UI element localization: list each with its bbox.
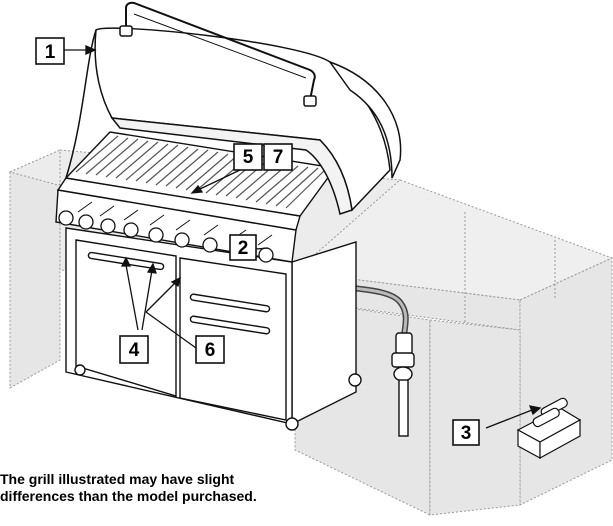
caption-line-1: The grill illustrated may have slight [0, 471, 235, 487]
arrowhead-1 [85, 44, 97, 56]
callout-2: 2 [229, 234, 257, 261]
callout-7: 7 [263, 143, 293, 171]
gas-pipe [398, 379, 409, 437]
regulator-valve [391, 352, 415, 368]
regulator-knob [393, 366, 413, 382]
knob [258, 247, 274, 263]
callout-1: 1 [35, 37, 65, 65]
caster-right [285, 417, 299, 431]
lid-left-edge [65, 29, 97, 179]
knob [100, 218, 116, 234]
knob [148, 227, 164, 243]
leader-3 [485, 409, 533, 429]
battery-box [516, 397, 582, 460]
handle-mount-left [119, 25, 133, 37]
leader-5 [197, 169, 241, 191]
lid-handle [125, 1, 316, 101]
knob [202, 237, 218, 253]
enclosure-left-block [9, 149, 61, 389]
callout-6: 6 [195, 335, 225, 364]
lid-shell [94, 27, 391, 212]
leader-6b [145, 281, 177, 313]
leader-6 [145, 311, 197, 349]
knob [174, 232, 190, 248]
regulator-body [395, 332, 413, 356]
callout-label-5: 5 [243, 147, 254, 168]
handle-mount-right [303, 95, 317, 107]
leader-lines [64, 44, 542, 429]
leader-4b [141, 269, 153, 331]
caption-line-2: differences than the model purchased. [0, 488, 257, 504]
callout-label-4: 4 [129, 340, 140, 361]
gas-supply-line [347, 282, 415, 437]
callout-5: 5 [233, 143, 263, 171]
cart-side-panel [291, 241, 357, 426]
grill-lid [65, 1, 402, 215]
lid-inner [110, 117, 353, 215]
disclaimer-caption: The grill illustrated may have slight di… [0, 471, 360, 505]
callout-label-7: 7 [273, 147, 284, 168]
callout-3: 3 [452, 419, 480, 446]
caster-left [74, 364, 86, 376]
knob [78, 214, 94, 230]
grill-cart [65, 227, 362, 431]
enclosure-lower-front-2 [429, 319, 521, 516]
cooking-grates [75, 135, 327, 209]
battery-icon [532, 397, 568, 428]
callout-4: 4 [119, 335, 149, 364]
knob [58, 210, 74, 226]
enclosure-right-side [519, 257, 613, 506]
drawer-handle [189, 315, 271, 335]
lid-right-wing [327, 60, 402, 179]
callout-label-3: 3 [461, 423, 472, 444]
leader-4a [125, 264, 139, 331]
knob [123, 222, 139, 238]
callout-label-6: 6 [205, 340, 216, 361]
door-handle-right [189, 293, 271, 313]
callout-label-2: 2 [238, 238, 249, 259]
caster-back [348, 373, 362, 387]
callout-label-1: 1 [45, 42, 56, 63]
